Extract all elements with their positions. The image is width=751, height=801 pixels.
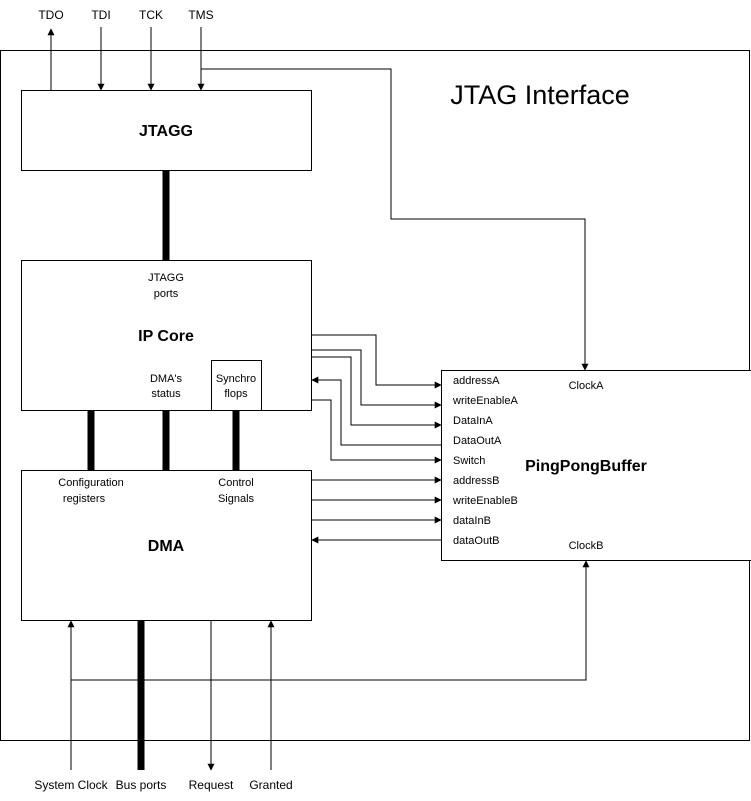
port-data-in-b-label: dataInB xyxy=(453,515,491,527)
dma-status-label-line1: DMA's xyxy=(150,373,183,385)
system-clock-label: System Clock xyxy=(34,778,108,792)
config-registers-label-line1: Configuration xyxy=(58,477,123,489)
dma-block xyxy=(21,470,312,621)
jtagg-ports-label-line2: ports xyxy=(154,288,179,300)
port-address-b-label: addressB xyxy=(453,475,499,487)
pingpong-buffer-block xyxy=(441,370,751,561)
pingpong-buffer-label: PingPongBuffer xyxy=(525,458,647,475)
request-label: Request xyxy=(189,778,234,792)
port-data-out-a-label: DataOutA xyxy=(453,435,502,447)
clock-b-label: ClockB xyxy=(569,540,604,552)
signal-tdi-label: TDI xyxy=(91,8,110,22)
signal-tck-label: TCK xyxy=(139,8,163,22)
bus-ports-label: Bus ports xyxy=(116,778,167,792)
ip-core-block-label: IP Core xyxy=(138,328,194,345)
control-signals-label-line1: Control xyxy=(218,477,253,489)
synchro-flops-label-line1: Synchro xyxy=(216,373,256,385)
data-out-a-wire xyxy=(311,376,441,446)
synchro-flops-label-line2: flops xyxy=(224,388,248,400)
switch-wire xyxy=(312,399,442,464)
port-switch-label: Switch xyxy=(453,455,485,467)
port-address-a-label: addressA xyxy=(453,375,500,387)
system-clock-to-clockb-wire xyxy=(71,560,590,681)
signal-tdo-label: TDO xyxy=(38,8,63,22)
jtagg-block xyxy=(21,90,312,171)
signal-tms-label: TMS xyxy=(188,8,213,22)
config-registers-label-line2: registers xyxy=(63,493,106,505)
synchro-flops-block xyxy=(211,360,262,411)
ip-core-block xyxy=(21,260,312,411)
jtagg-block-label: JTAGG xyxy=(139,123,193,140)
clock-a-label: ClockA xyxy=(569,380,605,392)
granted-label: Granted xyxy=(249,778,292,792)
write-enable-a-wire xyxy=(312,349,442,409)
data-in-a-wire xyxy=(312,356,442,429)
port-write-enable-a-label: writeEnableA xyxy=(452,395,518,407)
dma-block-label: DMA xyxy=(148,538,185,555)
dma-status-label-line2: status xyxy=(151,388,181,400)
diagram-title: JTAG Interface xyxy=(450,80,630,110)
address-a-wire xyxy=(312,334,442,389)
jtagg-ports-label-line1: JTAGG xyxy=(148,272,184,284)
port-data-in-a-label: DataInA xyxy=(453,415,493,427)
tms-to-clocka-wire xyxy=(201,68,589,371)
port-data-out-b-label: dataOutB xyxy=(453,535,499,547)
port-write-enable-b-label: writeEnableB xyxy=(452,495,518,507)
control-signals-label-line2: Signals xyxy=(218,493,255,505)
